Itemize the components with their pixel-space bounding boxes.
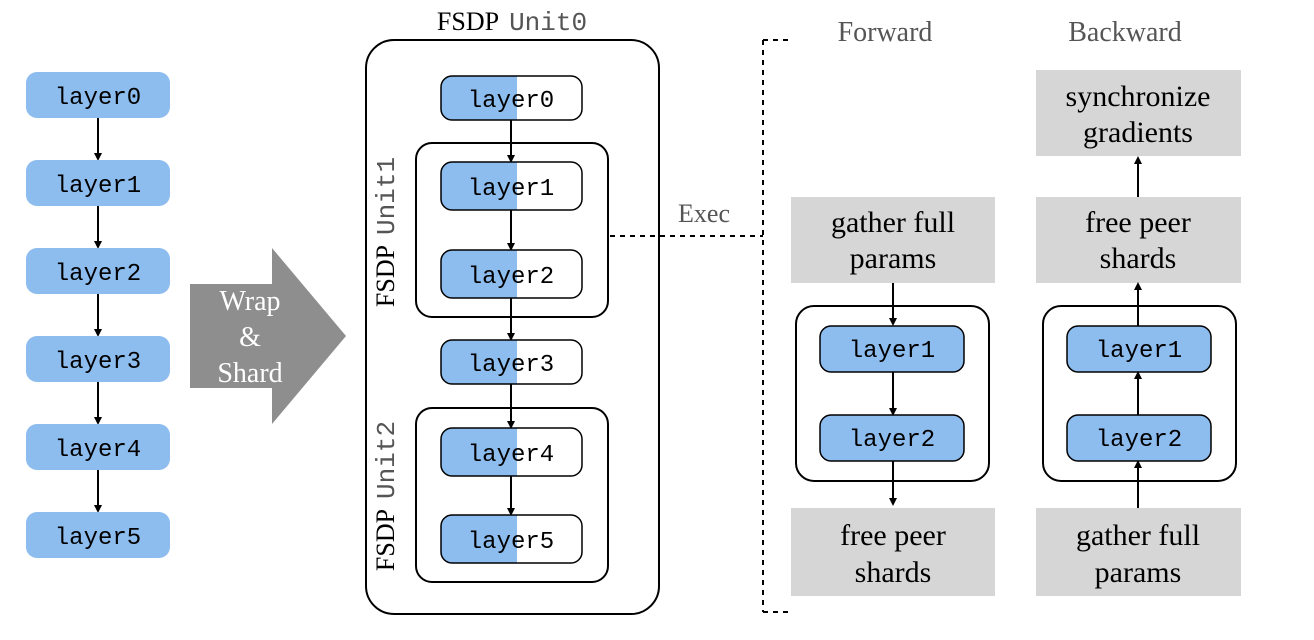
unit1-layer2-label: layer2 <box>468 264 554 291</box>
unit0-layer3-box: layer3 <box>440 339 583 385</box>
unit1-layer1-box: layer1 <box>440 161 583 211</box>
backward-layer2-box: layer2 <box>1066 414 1212 462</box>
left-layer5-label: layer5 <box>55 525 141 552</box>
unit0-layer3-label: layer3 <box>468 352 554 379</box>
unit0-layer0-label: layer0 <box>468 88 554 115</box>
fsdp-unit0: FSDP Unit0 layer0 FSDP Unit1 layer1 <box>365 7 660 615</box>
wrap-shard-arrow: Wrap & Shard <box>190 248 346 424</box>
left-layer2-box: layer2 <box>26 248 170 294</box>
unit0-frame <box>365 39 660 615</box>
left-layer5-box: layer5 <box>26 512 170 558</box>
backward-gather-line1: gather full <box>1076 519 1200 552</box>
forward-gather-line1: gather full <box>831 206 955 239</box>
backward-gather-line2: params <box>1095 556 1182 589</box>
forward-layer1-label: layer1 <box>849 338 935 365</box>
backward-sync-line1: synchronize <box>1066 80 1211 113</box>
left-layer3-box: layer3 <box>26 336 170 382</box>
forward-free-box: free peer shards <box>791 508 995 596</box>
left-layer3-label: layer3 <box>55 349 141 376</box>
shard-label: Shard <box>217 358 282 389</box>
unit2-label: FSDP Unit2 <box>371 421 402 571</box>
left-layer-stack: layer0 layer1 layer2 layer3 layer4 layer… <box>26 72 170 558</box>
left-layer0-box: layer0 <box>26 72 170 118</box>
unit2-layer4-box: layer4 <box>440 427 583 477</box>
left-layer4-box: layer4 <box>26 424 170 470</box>
exec-label: Exec <box>678 199 730 228</box>
forward-section: Forward gather full params layer1 layer2… <box>791 17 995 596</box>
backward-frame <box>1042 305 1237 482</box>
forward-gather-line2: params <box>850 242 937 275</box>
forward-title: Forward <box>838 17 933 48</box>
unit0-title-prefix: FSDP <box>437 7 499 36</box>
exec-connector: Exec <box>610 39 788 613</box>
wrap-label: Wrap <box>219 286 280 317</box>
backward-layer2-label: layer2 <box>1096 427 1182 454</box>
unit2-layer4-label: layer4 <box>468 442 554 469</box>
fsdp-unit2: FSDP Unit2 layer4 layer5 <box>371 407 609 583</box>
left-layer0-label: layer0 <box>55 85 141 112</box>
backward-layer1-box: layer1 <box>1066 325 1212 373</box>
unit0-layer0-box: layer0 <box>440 75 583 121</box>
forward-layer2-box: layer2 <box>819 414 965 462</box>
unit2-label-prefix: FSDP <box>371 509 400 571</box>
left-layer2-label: layer2 <box>55 261 141 288</box>
unit0-title-suffix: Unit0 <box>509 8 587 38</box>
backward-gather-box: gather full params <box>1036 508 1241 596</box>
backward-free-line1: free peer <box>1085 206 1191 239</box>
unit2-frame <box>415 407 609 583</box>
forward-layer2-label: layer2 <box>849 427 935 454</box>
unit1-label: FSDP Unit1 <box>371 157 402 307</box>
backward-free-box: free peer shards <box>1036 197 1241 283</box>
backward-layer1-label: layer1 <box>1096 338 1182 365</box>
unit1-layer2-box: layer2 <box>440 249 583 299</box>
forward-layer1-box: layer1 <box>819 325 965 373</box>
backward-sync-box: synchronize gradients <box>1036 70 1241 156</box>
forward-gather-box: gather full params <box>791 197 995 283</box>
unit2-layer5-label: layer5 <box>468 529 554 556</box>
forward-free-line1: free peer <box>840 519 946 552</box>
backward-free-line2: shards <box>1100 242 1177 275</box>
forward-free-line2: shards <box>855 556 932 589</box>
backward-section: Backward synchronize gradients free peer… <box>1036 17 1241 596</box>
unit2-label-suffix: Unit2 <box>372 421 402 499</box>
unit1-label-suffix: Unit1 <box>372 157 402 235</box>
unit2-layer5-box: layer5 <box>440 514 583 564</box>
unit0-title: FSDP Unit0 <box>437 7 587 38</box>
left-layer1-label: layer1 <box>55 173 141 200</box>
left-layer4-label: layer4 <box>55 437 141 464</box>
unit1-layer1-label: layer1 <box>468 176 554 203</box>
ampersand-label: & <box>239 322 261 353</box>
fsdp-unit1: FSDP Unit1 layer1 layer2 <box>371 142 609 318</box>
unit1-label-prefix: FSDP <box>371 245 400 307</box>
backward-title: Backward <box>1068 17 1182 48</box>
left-layer1-box: layer1 <box>26 160 170 206</box>
backward-sync-line2: gradients <box>1083 116 1193 149</box>
wrap-shard-arrow-shape <box>190 248 346 424</box>
